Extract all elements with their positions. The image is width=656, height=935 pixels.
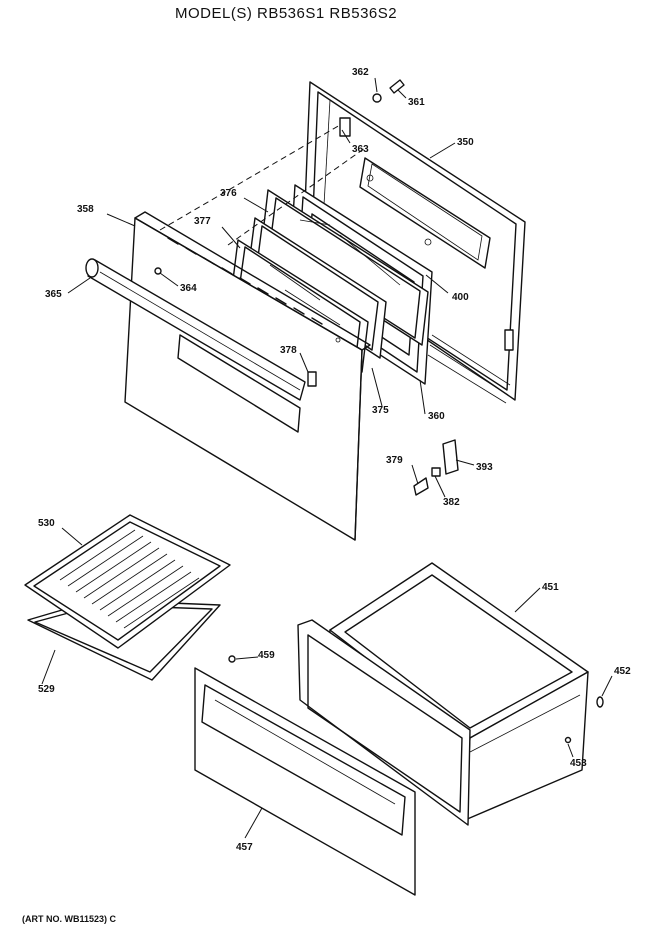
hinge-parts <box>372 79 459 496</box>
broiler-grid-slots <box>59 529 200 629</box>
callout-378: 378 <box>280 345 297 356</box>
leader-lines <box>41 77 613 839</box>
callout-365: 365 <box>45 289 62 300</box>
glide-452 <box>596 696 604 708</box>
callout-350: 350 <box>457 137 474 148</box>
callout-393: 393 <box>476 462 493 473</box>
art-number: (ART NO. WB11523) C <box>22 914 117 924</box>
callout-360: 360 <box>428 411 445 422</box>
screw-459 <box>228 655 236 663</box>
callout-364: 364 <box>180 283 197 294</box>
callout-530: 530 <box>38 518 55 529</box>
callout-457: 457 <box>236 842 253 853</box>
door-handle <box>85 258 306 401</box>
callout-379: 379 <box>386 455 403 466</box>
callout-529: 529 <box>38 684 55 695</box>
screw-453 <box>564 736 572 744</box>
callout-459: 459 <box>258 650 275 661</box>
screw-364 <box>154 267 162 275</box>
callout-376: 376 <box>220 188 237 199</box>
callout-361: 361 <box>408 97 425 108</box>
callout-labels: 362 361 350 363 376 358 377 364 365 400 … <box>38 67 631 853</box>
callout-375: 375 <box>372 405 389 416</box>
door-vent-slots <box>167 237 323 325</box>
callout-362: 362 <box>352 67 369 78</box>
drawer-side-panel <box>297 619 471 826</box>
callout-358: 358 <box>77 204 94 215</box>
broiler-pan <box>24 514 231 681</box>
drawer-front-panel <box>194 667 416 896</box>
callout-451: 451 <box>542 582 559 593</box>
callout-363: 363 <box>352 144 369 155</box>
callout-452: 452 <box>614 666 631 677</box>
diagram-title: MODEL(S) RB536S1 RB536S2 <box>175 5 398 22</box>
callout-382: 382 <box>443 497 460 508</box>
door-front-panel <box>124 211 371 541</box>
callout-453: 453 <box>570 758 587 769</box>
callout-400: 400 <box>452 292 469 303</box>
callout-377: 377 <box>194 216 211 227</box>
storage-drawer-body <box>324 562 589 821</box>
